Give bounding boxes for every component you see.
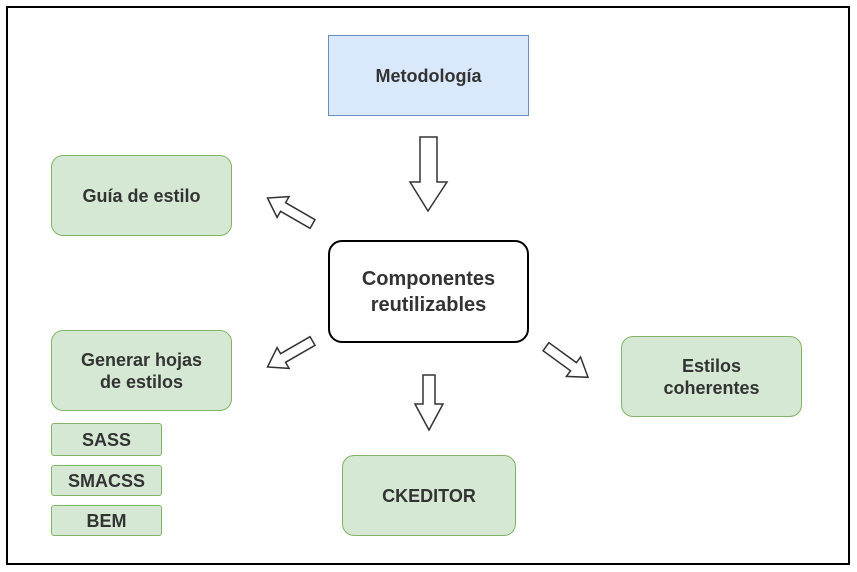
arrow-core-to-generate-sheets — [266, 335, 317, 370]
methodology-node: Metodología — [328, 35, 529, 116]
core-components-node: Componentes reutilizables — [328, 240, 529, 343]
generate-sheets-node: Generar hojas de estilos — [51, 330, 232, 411]
diagram-frame — [6, 6, 850, 565]
bem-node: BEM — [51, 505, 162, 536]
arrow-methodology-to-core — [408, 136, 449, 213]
style-guide-node: Guía de estilo — [51, 155, 232, 236]
ckeditor-node: CKEDITOR — [342, 455, 516, 536]
sass-node: SASS — [51, 423, 162, 456]
arrow-core-to-style-guide — [266, 195, 317, 230]
arrow-core-to-coherent-styles — [541, 341, 590, 379]
smacss-node: SMACSS — [51, 465, 162, 496]
arrow-core-to-ckeditor — [413, 374, 445, 432]
coherent-styles-node: Estilos coherentes — [621, 336, 802, 417]
